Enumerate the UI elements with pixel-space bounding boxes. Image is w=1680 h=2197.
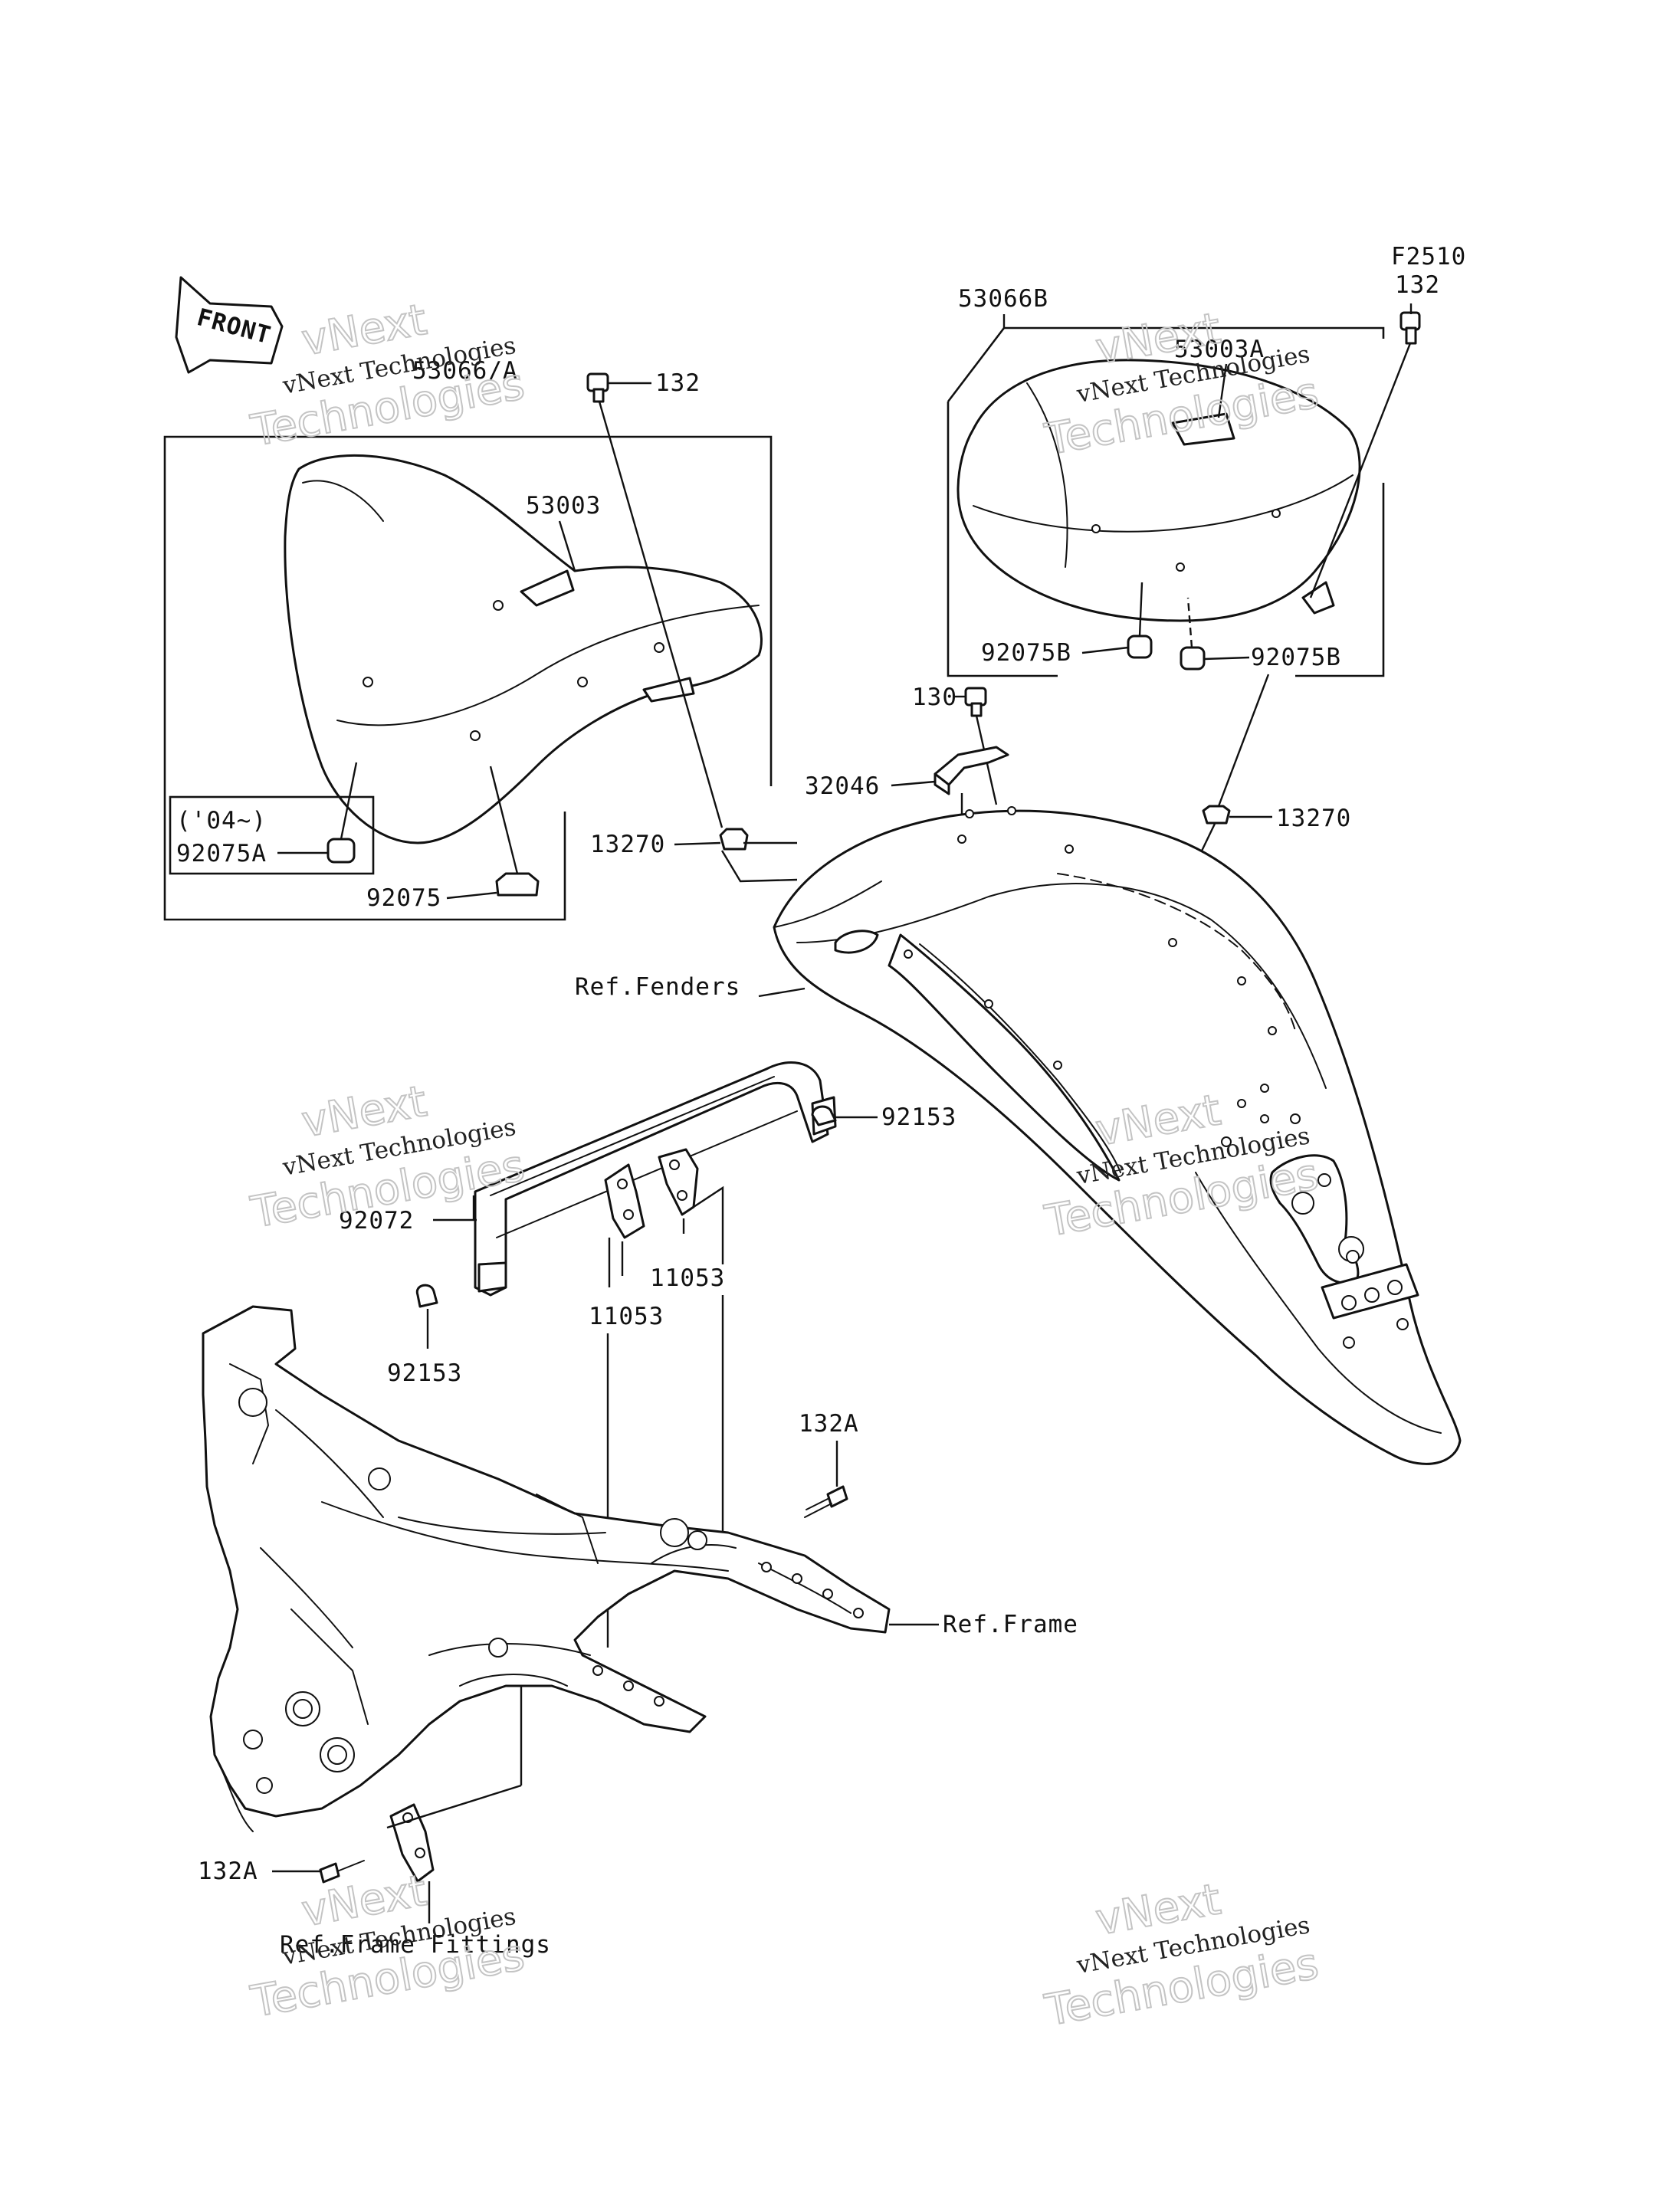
bolt-132-right bbox=[1309, 303, 1421, 598]
frame bbox=[202, 1305, 939, 1923]
label-ref-fenders: Ref.Fenders bbox=[575, 973, 740, 1001]
label-53066A: 53066/A bbox=[412, 357, 518, 385]
label-13270-left: 13270 bbox=[590, 831, 665, 858]
label-92075B-right: 92075B bbox=[1251, 644, 1341, 671]
bolt-132A-bottom bbox=[272, 1860, 365, 1884]
seat-tag-icon bbox=[520, 569, 575, 607]
watermark-bottom-left: vNext vNext Technologies Technologies bbox=[247, 1865, 530, 2028]
diagram-code: F2510 bbox=[1391, 243, 1466, 271]
rider-seat bbox=[284, 454, 763, 844]
label-53003A: 53003A bbox=[1174, 336, 1265, 363]
damper-92075 bbox=[495, 872, 540, 897]
label-53003: 53003 bbox=[526, 492, 601, 520]
pillion-seat bbox=[956, 359, 1361, 622]
rider-seat-group bbox=[163, 435, 773, 921]
label-13270-right: 13270 bbox=[1276, 805, 1351, 832]
label-32046: 32046 bbox=[805, 772, 880, 800]
damper-92075B-left bbox=[1127, 635, 1153, 659]
year-box bbox=[169, 795, 375, 875]
label-year-04: ('04~) bbox=[176, 807, 267, 835]
bolt-92153-bottom bbox=[415, 1284, 438, 1349]
damper-92075B-right bbox=[1180, 646, 1206, 671]
label-92075: 92075 bbox=[366, 884, 441, 912]
rear-fender bbox=[758, 806, 1462, 1465]
grommet-13270-left bbox=[719, 828, 798, 883]
label-132A-top: 132A bbox=[799, 1410, 859, 1438]
bolt-132-left bbox=[586, 372, 724, 828]
label-92075B-left: 92075B bbox=[981, 639, 1071, 667]
damper-92075A bbox=[326, 838, 356, 864]
label-92153-top: 92153 bbox=[881, 1103, 956, 1131]
bolt-130 bbox=[954, 687, 998, 805]
bolt-132A-top bbox=[804, 1441, 848, 1518]
rider-seat-box bbox=[163, 435, 773, 921]
watermark-bottom-right: vNext vNext Technologies Technologies bbox=[1041, 1874, 1324, 2037]
label-132A-bottom: 132A bbox=[198, 1858, 258, 1885]
label-92153-bottom: 92153 bbox=[387, 1359, 462, 1387]
front-arrow: FRONT bbox=[175, 276, 284, 374]
label-53066B: 53066B bbox=[958, 285, 1048, 313]
bolt-92153-top bbox=[811, 1105, 878, 1126]
label-ref-frame-fittings: Ref.Frame Fittings bbox=[280, 1931, 551, 1959]
pillion-tag-icon bbox=[1171, 412, 1235, 446]
pillion-seat-group bbox=[947, 326, 1385, 677]
bracket-11053-right bbox=[658, 1148, 724, 1556]
label-ref-frame: Ref.Frame bbox=[943, 1611, 1078, 1638]
label-132-left: 132 bbox=[655, 369, 701, 397]
label-92072: 92072 bbox=[339, 1207, 414, 1235]
label-132-right: 132 bbox=[1395, 271, 1440, 299]
label-130: 130 bbox=[912, 684, 957, 711]
watermark-mid-left: vNext vNext Technologies Technologies bbox=[247, 1076, 530, 1239]
watermark-top-left: vNext vNext Technologies Technologies bbox=[247, 294, 530, 457]
label-11053-left: 11053 bbox=[589, 1303, 664, 1330]
label-92075A: 92075A bbox=[176, 840, 267, 867]
pillion-seat-box bbox=[1004, 326, 1385, 339]
label-11053-right: 11053 bbox=[650, 1264, 725, 1292]
bracket-32046 bbox=[891, 746, 1009, 820]
